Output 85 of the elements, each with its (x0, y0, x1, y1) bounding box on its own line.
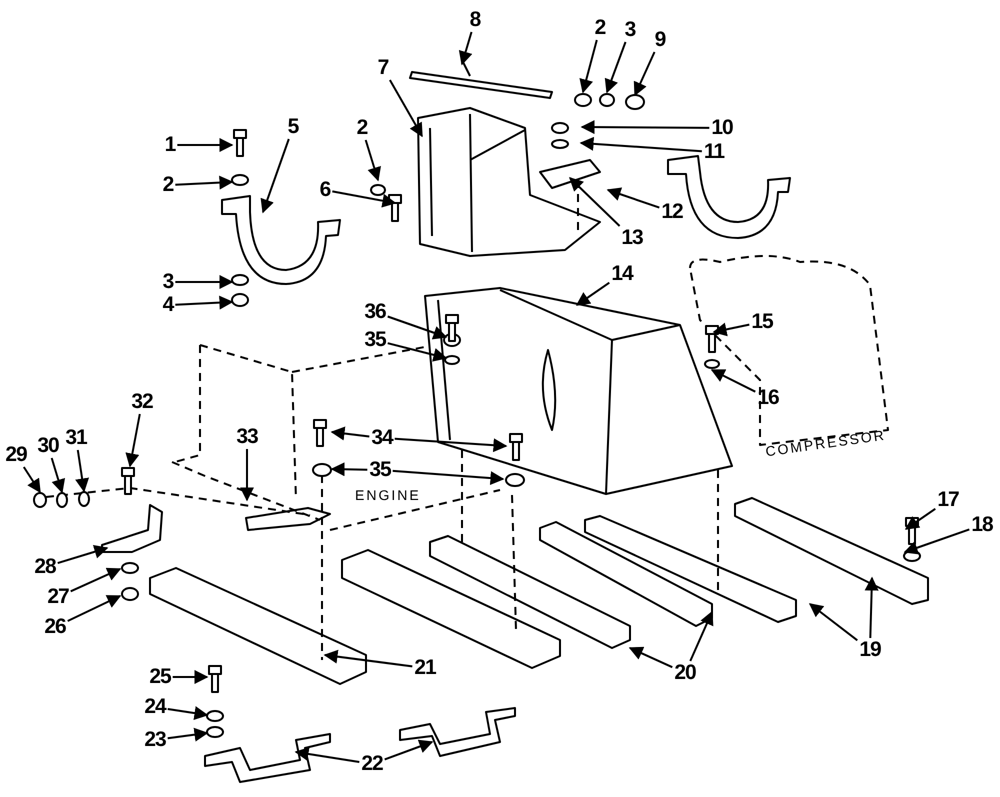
callout-number: 35 (369, 459, 391, 481)
leader-line (580, 120, 710, 134)
part-label: ENGINE (355, 487, 421, 503)
callout-number: 33 (236, 426, 258, 448)
callout-number: 18 (971, 514, 993, 536)
callout-number: 30 (37, 435, 59, 457)
leader-line (75, 450, 90, 492)
leader-line (580, 136, 702, 152)
callout-number: 13 (621, 227, 643, 249)
callout-number: 28 (34, 556, 56, 578)
leader-line (260, 138, 290, 214)
callout-number: 35 (364, 329, 386, 351)
callout-number: 20 (674, 662, 696, 684)
leader-line (576, 282, 610, 306)
leader-line (57, 545, 108, 564)
callout-number: 27 (47, 586, 69, 608)
leader-line (175, 176, 234, 190)
leader-line (175, 275, 234, 289)
callout-number: 11 (704, 141, 724, 163)
leader-line (394, 438, 508, 452)
leader-line (904, 508, 936, 530)
callout-number: 19 (859, 639, 881, 661)
callout-number: 12 (661, 201, 683, 223)
leader-line (458, 32, 472, 66)
callout-number: 4 (162, 294, 174, 316)
callout-number: 3 (162, 271, 174, 293)
callout-number: 23 (144, 729, 166, 751)
leader-line (634, 52, 656, 96)
leader-line (50, 458, 66, 494)
leader-line (177, 138, 234, 152)
leader-line (389, 80, 423, 138)
callout-number: 9 (654, 29, 666, 51)
leader-line (168, 706, 208, 720)
callout-number: 22 (361, 753, 383, 775)
leader-line (864, 576, 879, 638)
leader-line (606, 187, 660, 209)
leader-line (172, 670, 208, 684)
leader-line (330, 426, 370, 440)
callout-number: 6 (320, 179, 330, 201)
leader-line (67, 595, 122, 622)
callout-number: 31 (65, 427, 87, 449)
callout-number: 34 (371, 427, 393, 449)
leader-line (604, 42, 626, 94)
callout-number: 2 (356, 117, 368, 139)
callout-number: 21 (414, 657, 436, 679)
leader-line (364, 140, 381, 182)
leader-line (70, 568, 122, 592)
callout-number: 36 (364, 301, 386, 323)
callout-number: 24 (144, 696, 166, 718)
callout-number: 3 (624, 19, 636, 41)
leader-line (710, 369, 756, 393)
leader-line (392, 470, 504, 486)
leader-line (125, 414, 141, 468)
leader-line (808, 603, 858, 642)
leader-line (712, 322, 750, 336)
leader-line (240, 449, 254, 502)
callout-number: 26 (44, 616, 66, 638)
callout-number: 14 (611, 263, 633, 285)
leader-line (175, 296, 234, 310)
leader-line (569, 177, 620, 227)
callout-number: 15 (751, 311, 773, 333)
leader-line (330, 462, 368, 476)
leader-line (628, 646, 673, 668)
callout-number: 2 (594, 17, 606, 39)
leader-line (294, 747, 360, 763)
leader-line (384, 740, 434, 760)
callout-number: 25 (149, 666, 171, 688)
leader-line (332, 190, 396, 208)
callout-number: 2 (162, 174, 174, 196)
callout-number: 5 (288, 116, 298, 138)
callout-number: 8 (470, 9, 480, 31)
leader-line (689, 610, 714, 662)
leader-line (324, 650, 412, 668)
callout-number: 1 (164, 134, 176, 156)
callout-number: 17 (937, 489, 959, 511)
leader-line (22, 466, 41, 494)
leader-line (387, 342, 448, 362)
callout-number: 32 (131, 391, 153, 413)
callout-number: 7 (378, 57, 388, 79)
callout-number: 29 (5, 444, 27, 466)
leader-line (904, 528, 970, 554)
callout-number: 10 (711, 117, 733, 139)
leader-line (579, 40, 598, 94)
leader-line (387, 316, 448, 340)
leader-line (168, 728, 208, 742)
